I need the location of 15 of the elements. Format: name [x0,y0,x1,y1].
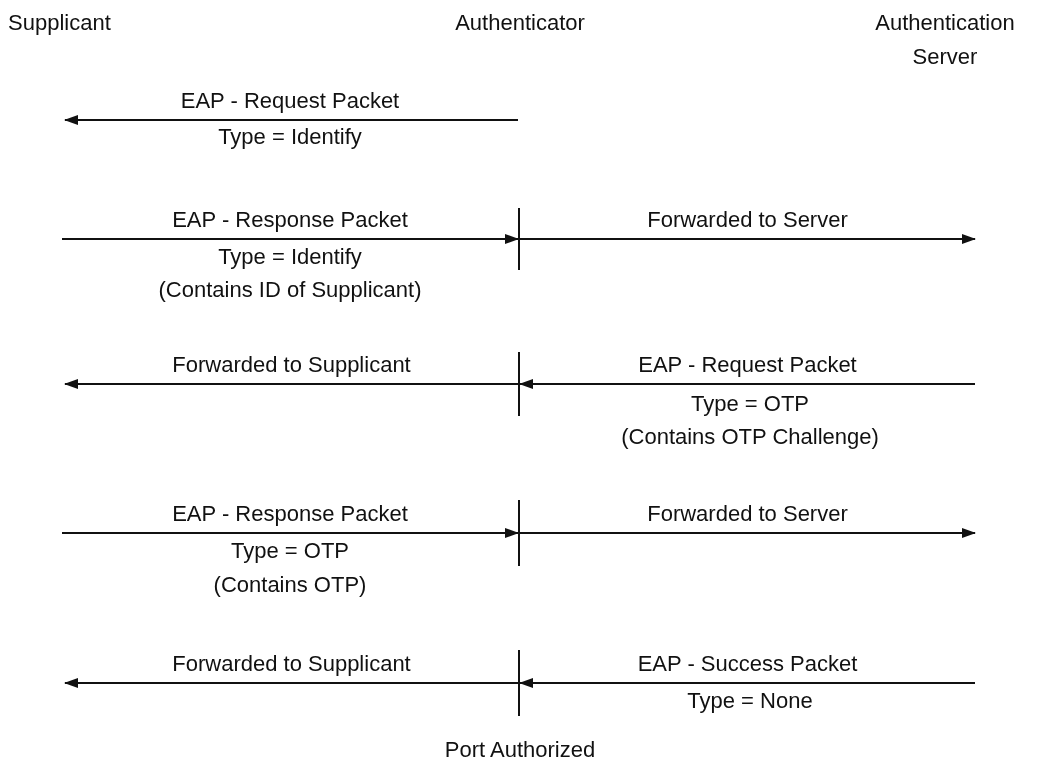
arrow [64,678,519,688]
participant-label: Authenticator [420,6,620,40]
lifeline-tick [518,500,520,566]
arrow [64,379,519,389]
arrow [519,379,976,389]
arrow [519,678,976,688]
participant-label: Supplicant [8,6,208,40]
arrow [61,234,519,244]
lifeline-tick [518,208,520,270]
arrow [519,528,976,538]
lifeline-tick [518,650,520,716]
participant-label: Authentication Server [850,6,1040,74]
lifeline-tick [518,352,520,416]
arrow [61,528,519,538]
arrow [519,234,976,244]
